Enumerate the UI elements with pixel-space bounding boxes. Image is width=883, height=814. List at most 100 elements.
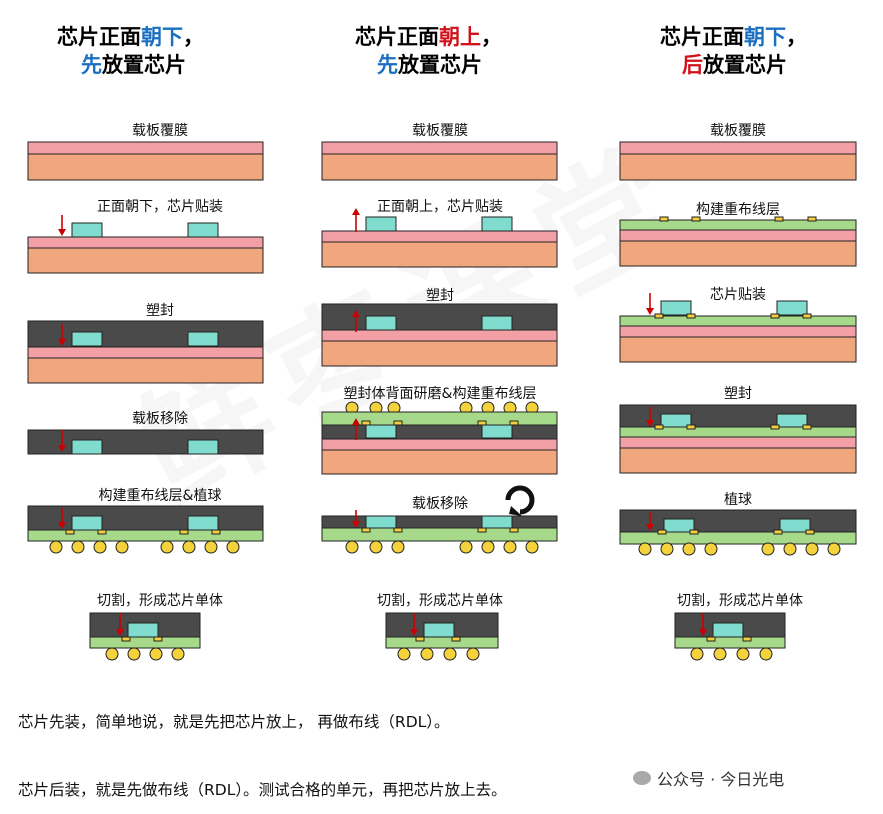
- c3-s4-pad-1: [686, 424, 696, 430]
- c2-s2-film: [321, 230, 558, 243]
- c2-s3-carrier: [321, 340, 558, 367]
- c3-s3-carrier: [619, 336, 857, 363]
- brand-text: 公众号 · 今日光电: [657, 770, 785, 789]
- c2-s5-arrow-head: [352, 521, 360, 528]
- c3-s5-ball-6: [805, 542, 819, 556]
- c1-s2-chip-right: [187, 222, 219, 238]
- c1-s2-chip-left: [71, 222, 103, 238]
- c2-s5-chip-left: [365, 515, 397, 529]
- c1-s5-mold: [27, 505, 264, 531]
- c1-s5-pad-3: [211, 529, 221, 535]
- c2-s5-chip-right: [481, 515, 513, 529]
- col2-step3-label: 塑封: [426, 288, 454, 304]
- col1-step5-label: 构建重布线层&植球: [98, 488, 222, 504]
- c2-s5-ball-2: [391, 540, 405, 554]
- c3-s2-pad-0: [659, 216, 669, 222]
- c2-s6-ball-1: [420, 647, 434, 661]
- c2-s4-carrier: [321, 449, 558, 475]
- c3-s3-pad-1: [686, 313, 696, 319]
- c3-s1-carrier: [619, 153, 857, 181]
- c3-s4-mold: [619, 404, 857, 428]
- c1-s5-ball-4: [160, 540, 174, 554]
- c2-s1-carrier: [321, 153, 558, 181]
- c2-s4-chip-right: [481, 424, 513, 439]
- col2-step1-label: 载板覆膜: [412, 123, 468, 139]
- c3-s4-arrow-head: [646, 420, 654, 427]
- c1-s6-arrow-head: [116, 629, 124, 636]
- c3-s5-pad-1: [689, 529, 699, 535]
- col3-step3-label: 芯片贴装: [710, 287, 766, 303]
- c2-s5-pad-1: [393, 527, 403, 533]
- c3-s2-pad-2: [774, 216, 784, 222]
- c1-s2-arrow-head: [58, 229, 66, 236]
- c2-s3-film: [321, 329, 558, 342]
- c2-s6-ball-0: [397, 647, 411, 661]
- c3-s3-pad-3: [802, 313, 812, 319]
- c3-s6-pad-right: [742, 636, 752, 642]
- col3-step2-label: 构建重布线层: [696, 202, 780, 218]
- c3-s6-pad-left: [706, 636, 716, 642]
- c2-s2-chip-left: [365, 216, 397, 232]
- c1-s5-ball-5: [182, 540, 196, 554]
- c3-s5-ball-5: [783, 542, 797, 556]
- col1-step1-label: 载板覆膜: [132, 123, 188, 139]
- c2-s4-mold: [321, 424, 558, 440]
- c3-s4-pad-0: [654, 424, 664, 430]
- c3-s5-ball-3: [704, 542, 718, 556]
- brand-watermark: 公众号 · 今日光电: [633, 766, 784, 790]
- c1-s5-pad-2: [179, 529, 189, 535]
- c1-s3-arrow-head: [58, 339, 66, 346]
- c1-s4-arrow-head: [58, 445, 66, 452]
- c3-s6-ball-2: [736, 647, 750, 661]
- c1-s3-chip-left: [71, 331, 103, 347]
- c1-s5-chip-left: [71, 515, 103, 531]
- c2-s3-mold: [321, 303, 558, 331]
- c3-s5-ball-7: [827, 542, 841, 556]
- c2-s6-pad-left: [415, 636, 425, 642]
- c3-s5-arrow-head: [646, 524, 654, 531]
- c3-s4-pad-2: [770, 424, 780, 430]
- c3-s5-ball-4: [761, 542, 775, 556]
- c3-s3-chip-right: [776, 300, 808, 316]
- c2-s6-ball-3: [466, 647, 480, 661]
- c2-s6-ball-2: [443, 647, 457, 661]
- c3-s2-rdl: [619, 219, 857, 231]
- col2-step5-label: 载板移除: [412, 496, 468, 512]
- c3-s2-carrier: [619, 240, 857, 267]
- c1-s6-pad-right: [153, 636, 163, 642]
- c1-s3-film: [27, 346, 264, 359]
- c3-s5-pad-2: [773, 529, 783, 535]
- c1-s1-film: [27, 141, 264, 155]
- c1-s4-mold: [27, 429, 264, 455]
- c1-s4-chip-left: [71, 439, 103, 455]
- c1-s5-pad-1: [97, 529, 107, 535]
- c1-s5-arrow-head: [58, 522, 66, 529]
- c3-s6-arrow-head: [699, 629, 707, 636]
- c2-s2-chip-right: [481, 216, 513, 232]
- c3-s2-film: [619, 229, 857, 242]
- c2-s4-pad-1: [393, 420, 403, 426]
- c3-s5-ball-1: [660, 542, 674, 556]
- c2-s3-arrow-head: [352, 310, 360, 317]
- col1-step2-label: 正面朝下，芯片贴装: [97, 199, 223, 215]
- c2-s2-arrow-head: [352, 208, 360, 215]
- c3-s3-pad-2: [770, 313, 780, 319]
- c2-s6-pad-right: [451, 636, 461, 642]
- c3-s2-pad-1: [691, 216, 701, 222]
- c3-s3-pad-0: [654, 313, 664, 319]
- c1-s6-ball-3: [171, 647, 185, 661]
- c3-s5-mold: [619, 509, 857, 533]
- wechat-icon: [633, 771, 651, 785]
- c1-s5-ball-3: [115, 540, 129, 554]
- paragraph-chip-last: 芯片后装，就是先做布线（RDL）。测试合格的单元，再把芯片放上去。: [18, 781, 507, 799]
- c3-s2-pad-3: [807, 216, 817, 222]
- c2-s5-pad-3: [509, 527, 519, 533]
- c2-s6-chip: [423, 622, 455, 638]
- c1-s4-chip-right: [187, 439, 219, 455]
- c3-s4-carrier: [619, 447, 857, 474]
- c2-s4-chip-left: [365, 424, 397, 439]
- col3-step5-label: 植球: [724, 492, 752, 508]
- c1-s6-chip: [127, 622, 159, 638]
- paragraph-chip-first: 芯片先装，简单地说，就是先把芯片放上， 再做布线（RDL）。: [18, 713, 450, 731]
- c1-s6-pad-left: [121, 636, 131, 642]
